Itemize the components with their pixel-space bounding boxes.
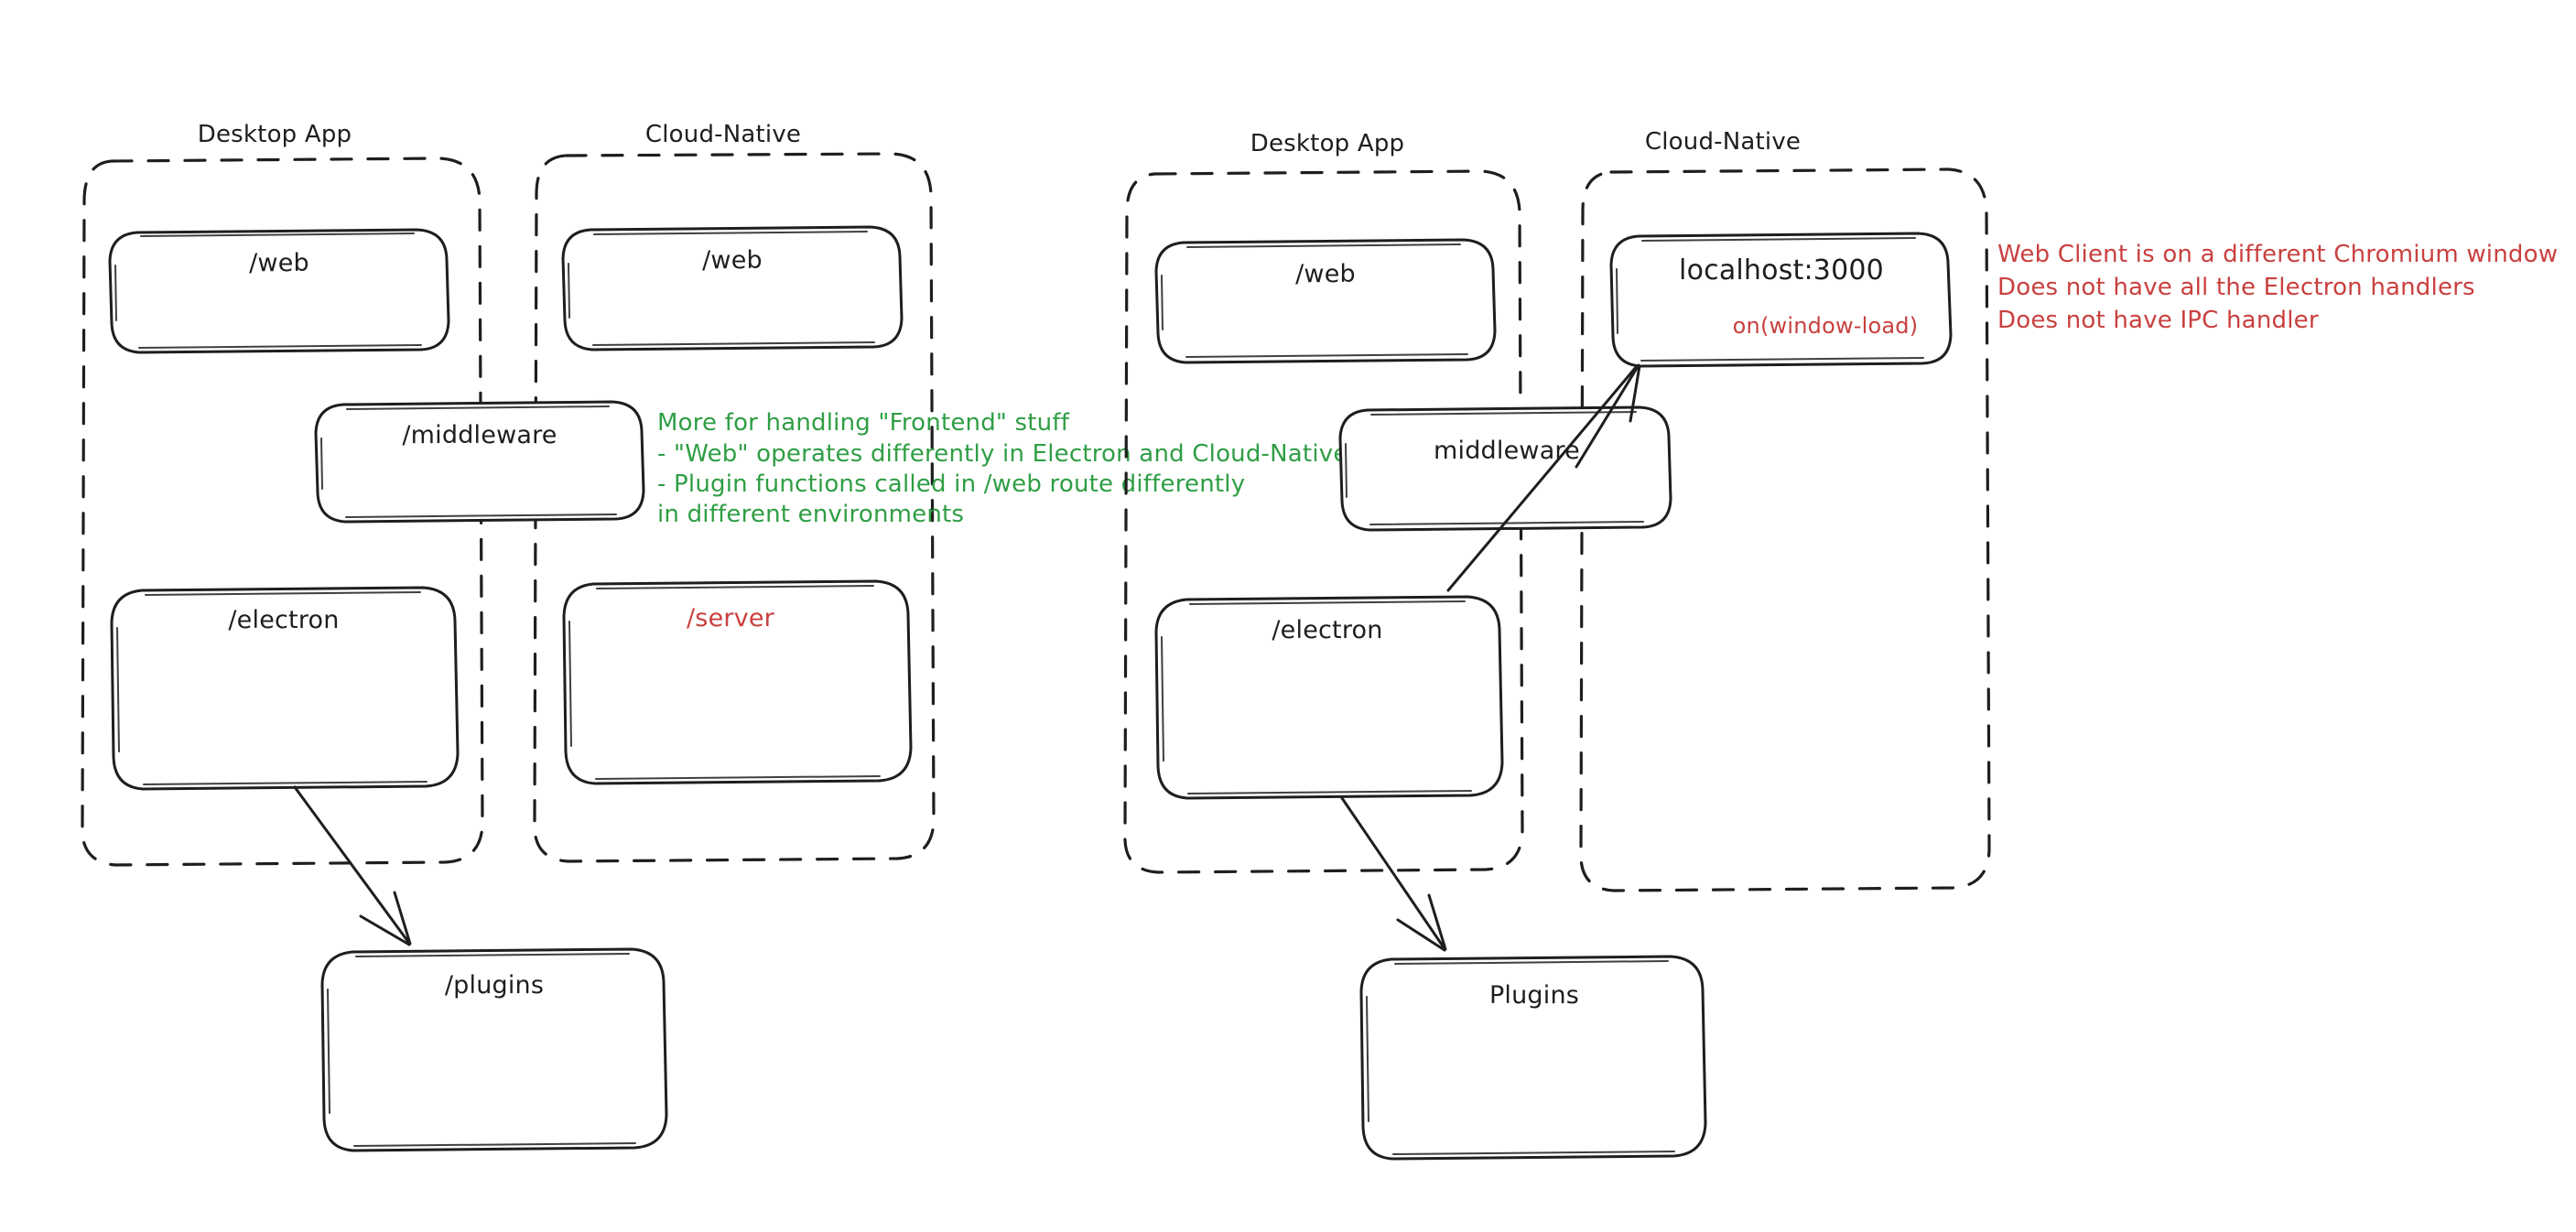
box-sublabel-right-localhost: on(window-load)	[1733, 313, 1919, 339]
group-right-cloud-native	[1579, 168, 1991, 892]
green-note-line-1: More for handling "Frontend" stuff	[657, 409, 1070, 437]
red-note-line-2: Does not have all the Electron handlers	[1997, 274, 2475, 301]
green-note-line-2: - "Web" operates differently in Electron…	[657, 440, 1348, 468]
group-right-desktop-app	[1123, 169, 1524, 874]
arrow-right-electron-to-plugins	[1340, 796, 1447, 952]
red-note-line-1: Web Client is on a different Chromium wi…	[1997, 241, 2558, 268]
box-label-right-localhost: localhost:3000	[1679, 254, 1884, 286]
green-note-line-3: - Plugin functions called in /web route …	[657, 470, 1245, 498]
box-right-middleware[interactable]: middleware	[1338, 405, 1672, 532]
box-right-localhost[interactable]: localhost:3000 on(window-load)	[1609, 232, 1953, 368]
box-right-desktop-web[interactable]: /web	[1154, 238, 1497, 364]
box-label-right-electron: /electron	[1272, 616, 1382, 644]
box-label-left-electron: /electron	[228, 606, 339, 634]
arrow-right-electron-to-localhost	[1446, 363, 1641, 592]
group-label-left-desktop-app: Desktop App	[198, 121, 352, 148]
red-note-line-3: Does not have IPC handler	[1997, 307, 2319, 334]
box-label-right-middleware: middleware	[1434, 437, 1580, 465]
box-label-right-desktop-web: /web	[1295, 260, 1356, 288]
group-label-right-desktop-app: Desktop App	[1250, 130, 1404, 157]
box-right-electron[interactable]: /electron	[1154, 595, 1504, 800]
group-left-cloud-native	[533, 152, 936, 863]
green-note-line-4: in different environments	[657, 501, 964, 528]
box-left-desktop-web[interactable]: /web	[108, 228, 450, 354]
box-right-plugins[interactable]: Plugins	[1359, 955, 1707, 1161]
box-label-left-cloud-web: /web	[702, 246, 763, 275]
box-left-electron[interactable]: /electron	[110, 586, 460, 791]
box-left-plugins[interactable]: /plugins	[320, 947, 668, 1152]
annotation-green-note: More for handling "Frontend" stuff - "We…	[657, 409, 1348, 528]
box-label-left-server: /server	[687, 604, 775, 632]
box-left-middleware[interactable]: /middleware	[314, 400, 645, 524]
box-label-right-plugins: Plugins	[1489, 981, 1579, 1010]
arrow-left-electron-to-plugins	[293, 785, 412, 946]
box-left-server[interactable]: /server	[562, 579, 913, 785]
group-label-right-cloud-native: Cloud-Native	[1645, 128, 1801, 156]
box-label-left-middleware: /middleware	[402, 421, 557, 449]
group-left-desktop-app	[81, 157, 484, 867]
box-left-cloud-web[interactable]: /web	[561, 225, 904, 351]
group-label-left-cloud-native: Cloud-Native	[645, 121, 801, 148]
annotation-red-note: Web Client is on a different Chromium wi…	[1997, 241, 2558, 334]
box-label-left-plugins: /plugins	[445, 971, 544, 1000]
box-label-left-desktop-web: /web	[249, 249, 309, 277]
